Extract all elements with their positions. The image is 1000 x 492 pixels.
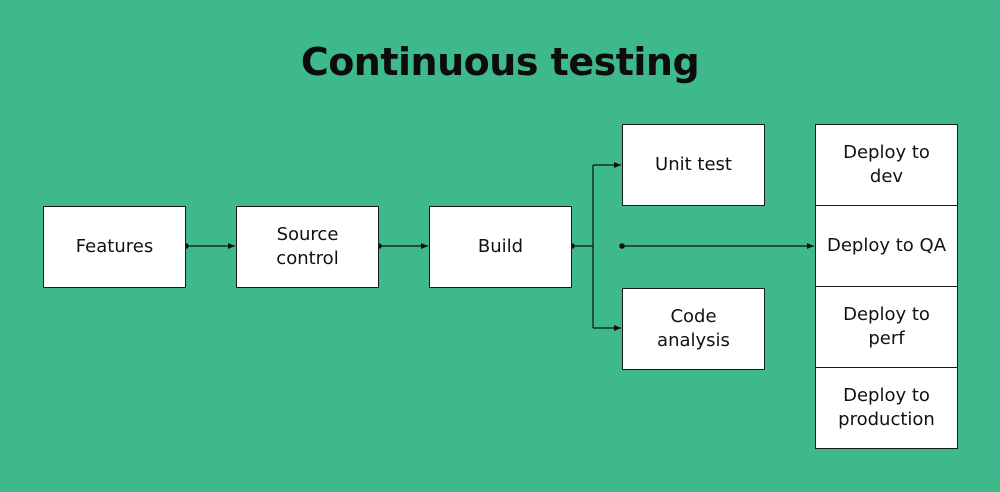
node-deploy-qa: Deploy to QA [815, 205, 958, 287]
node-deploy-dev-label: Deploy to dev [843, 142, 930, 187]
node-deploy-perf-label: Deploy to perf [843, 304, 930, 349]
node-code-analysis: Code analysis [622, 288, 765, 370]
node-build: Build [429, 206, 572, 288]
node-deploy-perf: Deploy to perf [815, 286, 958, 368]
node-build-label: Build [477, 236, 524, 257]
node-features-label: Features [75, 236, 154, 257]
node-deploy-production-label: Deploy to production [838, 385, 935, 430]
node-features: Features [43, 206, 186, 288]
node-deploy-qa-label: Deploy to QA [826, 235, 947, 256]
node-source-control: Source control [236, 206, 379, 288]
node-deploy-production: Deploy to production [815, 367, 958, 449]
node-deploy-dev: Deploy to dev [815, 124, 958, 206]
node-unit-test: Unit test [622, 124, 765, 206]
node-code-analysis-label: Code analysis [657, 306, 730, 351]
diagram-title: Continuous testing [300, 40, 700, 84]
node-source-control-label: Source control [276, 224, 339, 269]
node-unit-test-label: Unit test [655, 154, 732, 175]
